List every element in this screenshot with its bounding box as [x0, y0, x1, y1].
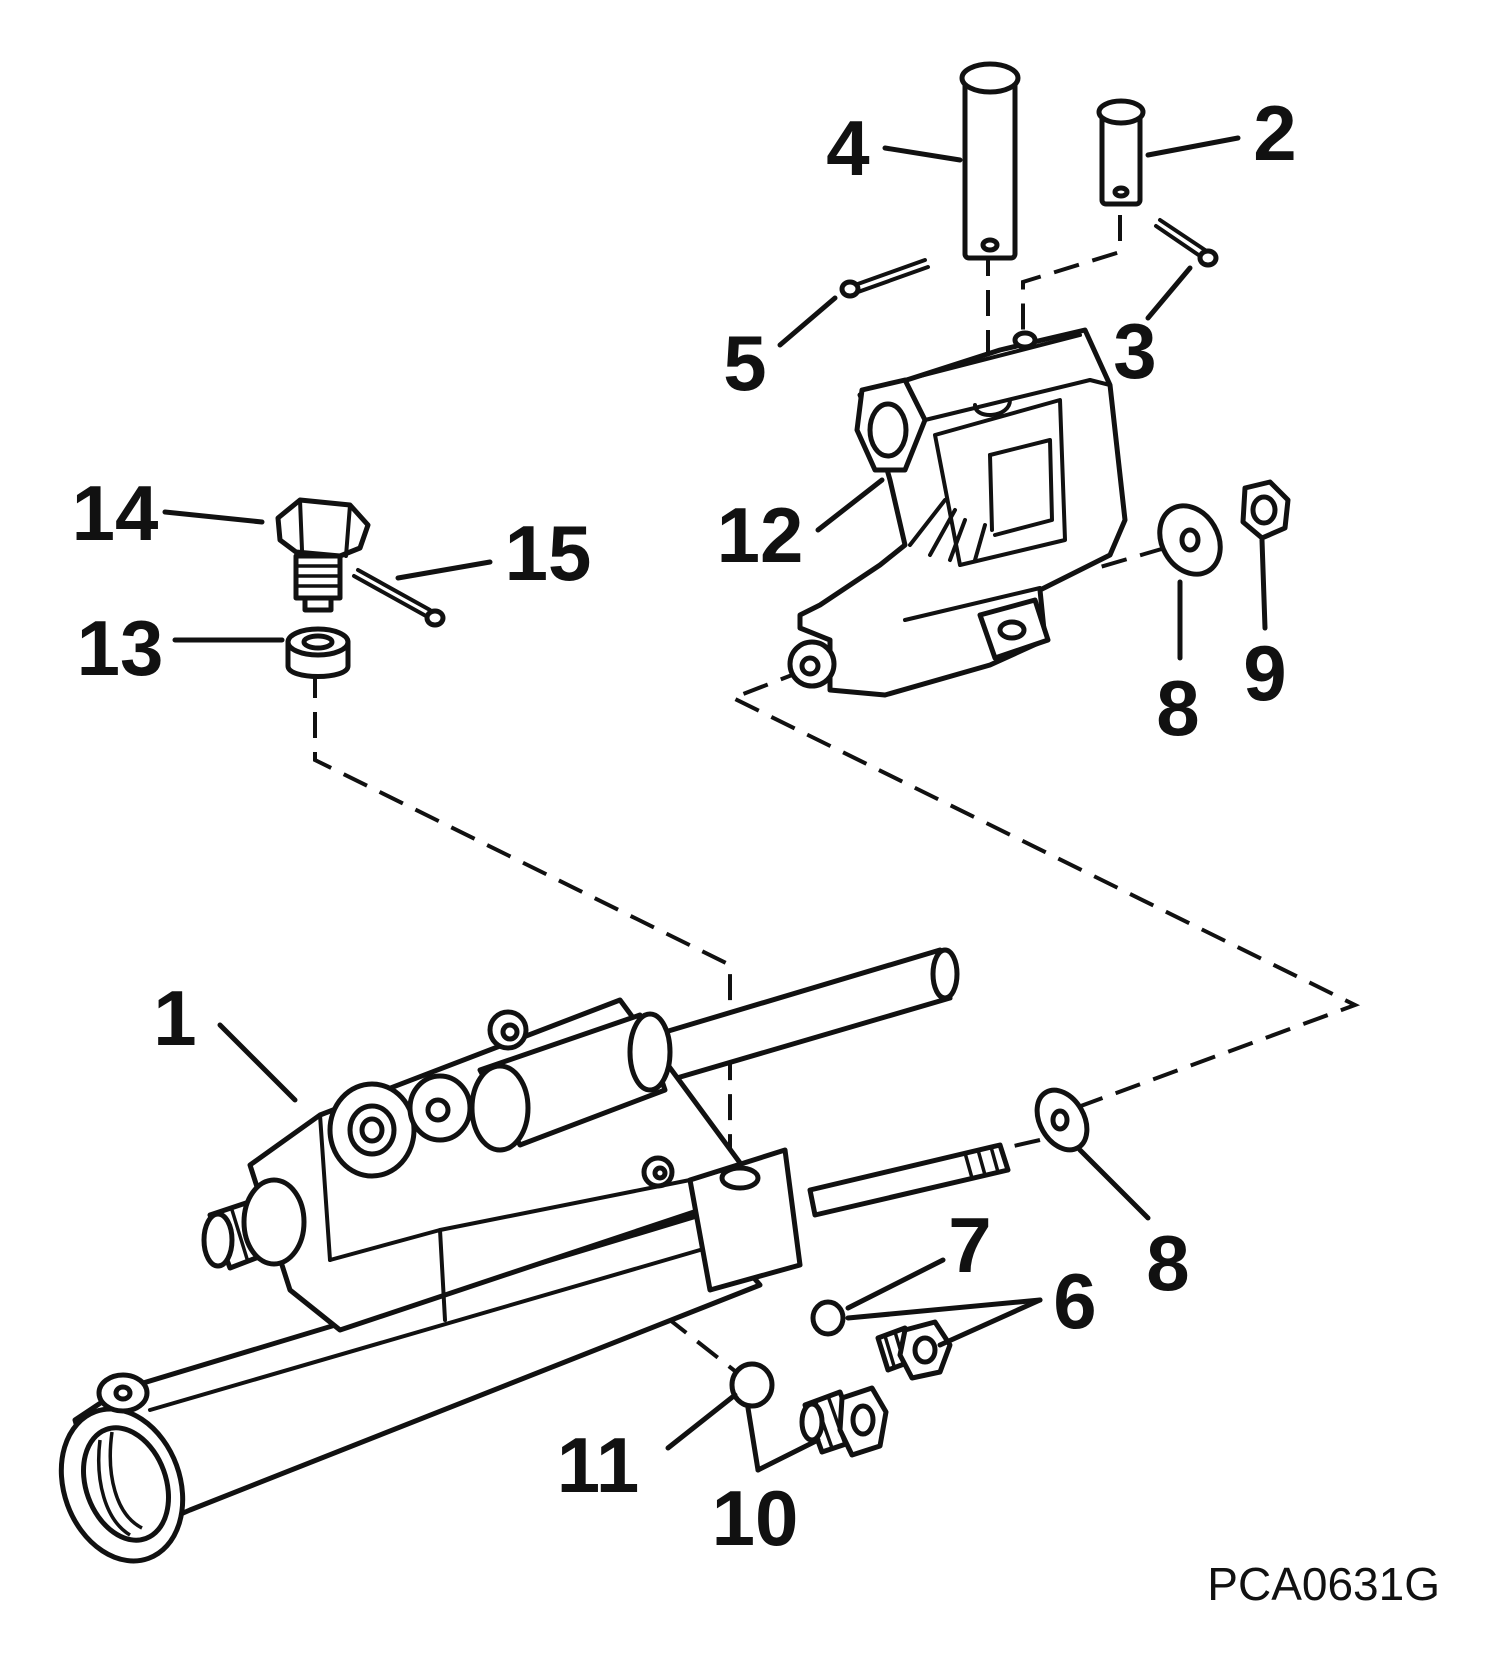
bracket-part-12: [787, 327, 1128, 698]
leader-11: [665, 1392, 738, 1451]
housing-part-1: [58, 947, 1011, 1564]
callout-8-lower: 8: [1146, 1219, 1189, 1307]
bushing-part-13: [285, 626, 351, 679]
callout-7: 7: [948, 1201, 991, 1289]
callout-14: 14: [72, 469, 159, 557]
leader-5: [777, 295, 838, 348]
leader-lines: [162, 135, 1268, 1473]
cotter-pin-part-3: [1154, 218, 1219, 268]
assembly-line-washer-8-upper: [1089, 546, 1166, 572]
pin-part-4: [959, 61, 1021, 261]
plug-part-14: [275, 497, 371, 613]
callouts: 1 2 3 4 5 6 7 8 8 9 10 11 12 13 14 15: [72, 89, 1297, 1562]
pin-part-2: [1096, 98, 1146, 207]
fitting-part-6: [875, 1319, 953, 1381]
assembly-line-bracket-to-housing: [728, 668, 1361, 1112]
leader-6a: [845, 1297, 1043, 1321]
callout-12: 12: [717, 491, 804, 579]
cotter-pin-part-5: [839, 258, 930, 299]
callout-6: 6: [1053, 1257, 1096, 1345]
callout-10: 10: [712, 1474, 799, 1562]
nut-part-9: [1240, 479, 1291, 541]
leader-2: [1145, 135, 1241, 158]
washer-part-8-lower: [1034, 1087, 1090, 1153]
callout-8-upper: 8: [1156, 664, 1199, 752]
assembly-line-washer-8-lower: [1004, 1138, 1041, 1150]
leader-10a: [745, 1405, 761, 1473]
washer-part-8-upper: [1157, 503, 1223, 577]
callout-11: 11: [557, 1421, 639, 1509]
leader-15: [395, 559, 493, 581]
leader-12: [815, 477, 885, 533]
leader-8-lower: [1077, 1147, 1151, 1221]
callout-1: 1: [153, 974, 196, 1062]
oring-part-11: [729, 1361, 775, 1409]
leader-7: [845, 1257, 946, 1311]
oring-part-7: [810, 1299, 846, 1337]
leader-3: [1145, 265, 1193, 321]
callout-13: 13: [77, 604, 164, 692]
leader-6b: [937, 1297, 1043, 1348]
leader-14: [162, 509, 265, 525]
drawing-code: PCA0631G: [1207, 1558, 1440, 1610]
callout-2: 2: [1253, 89, 1296, 177]
assembly-line-plug-to-housing: [313, 672, 732, 1195]
callout-4: 4: [826, 104, 869, 192]
leader-1: [217, 1022, 298, 1103]
leader-10b: [755, 1437, 821, 1473]
fitting-part-10: [799, 1385, 889, 1458]
leader-4: [882, 145, 963, 163]
cotter-pin-part-15: [352, 568, 446, 628]
callout-3: 3: [1113, 307, 1156, 395]
callout-15: 15: [505, 509, 592, 597]
callout-5: 5: [723, 319, 766, 407]
leader-9: [1259, 537, 1268, 631]
callout-9: 9: [1243, 629, 1286, 717]
assembly-line-pin-2: [1021, 215, 1122, 330]
